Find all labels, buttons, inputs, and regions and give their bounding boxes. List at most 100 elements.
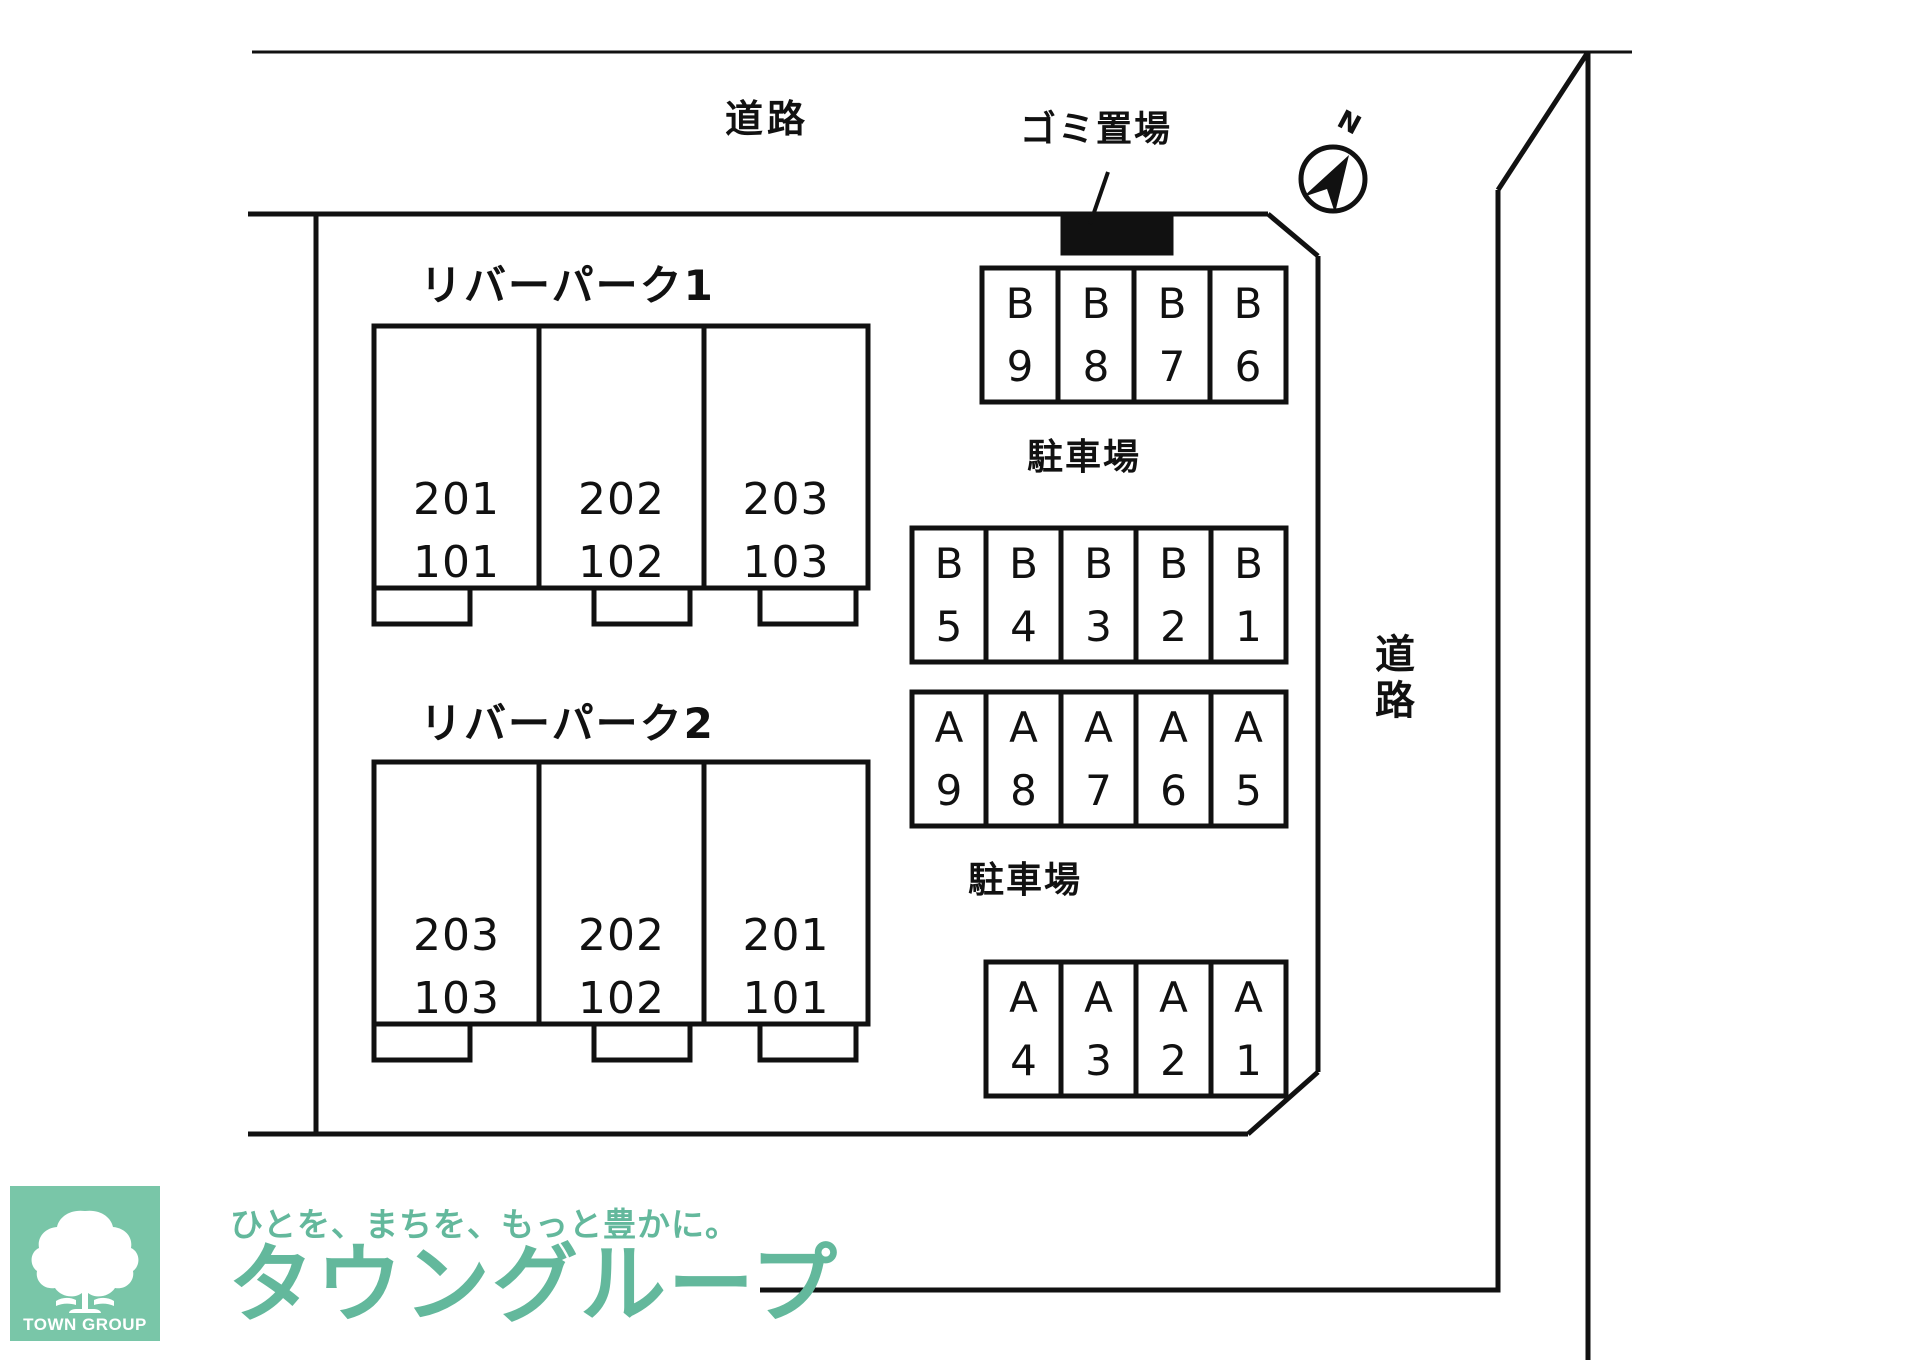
stall-number: 4 bbox=[1010, 1036, 1037, 1085]
unit-cell-b2-2[interactable]: 202 102 bbox=[539, 326, 704, 588]
stall-number: 8 bbox=[1082, 342, 1110, 391]
parking-stall-a7[interactable]: A 7 bbox=[1061, 692, 1136, 826]
stall-number: 7 bbox=[1085, 766, 1112, 815]
brand-tagline: ひとを、まちを、もっと豊かに。 bbox=[230, 1205, 740, 1244]
stall-letter: B bbox=[1081, 279, 1111, 328]
stall-number: 9 bbox=[935, 766, 963, 815]
road-right-label: 道路 bbox=[1368, 633, 1414, 725]
building-2-entrance-2 bbox=[591, 585, 693, 627]
parking-stall-a1[interactable]: A 1 bbox=[1211, 962, 1286, 1096]
stall-letter: A bbox=[1084, 703, 1113, 752]
stall-number: 4 bbox=[1010, 602, 1037, 651]
unit-upper-number: 201 bbox=[742, 910, 830, 961]
stall-number: 1 bbox=[1235, 602, 1262, 651]
unit-upper-number: 202 bbox=[578, 474, 665, 525]
footer-branding: TOWN GROUP ひとを、まちを、もっと豊かに。 タウングループ bbox=[0, 1180, 1920, 1360]
lot-boundary-se-diagonal bbox=[1246, 1070, 1320, 1136]
parking-stall-a5[interactable]: A 5 bbox=[1211, 692, 1286, 826]
lot-boundary-ne-diagonal bbox=[1266, 212, 1320, 258]
building-2-outline bbox=[371, 323, 871, 591]
parking-stall-a6[interactable]: A 6 bbox=[1136, 692, 1211, 826]
building-1-outline bbox=[371, 759, 871, 1027]
road-right-west-kerb bbox=[1300, 190, 1501, 1293]
building-1-entrance-3 bbox=[757, 1021, 859, 1063]
stall-letter: B bbox=[1159, 539, 1188, 588]
parking-label-lower: 駐車場 bbox=[968, 860, 1083, 901]
stall-number: 9 bbox=[1006, 342, 1034, 391]
stall-letter: A bbox=[1159, 703, 1188, 752]
parking-row-a-upper-outline bbox=[909, 689, 1289, 829]
tree-icon bbox=[31, 1210, 139, 1313]
stall-number: 6 bbox=[1234, 342, 1262, 391]
compass-rose-icon bbox=[1298, 144, 1368, 214]
stall-number: 5 bbox=[935, 602, 963, 651]
stall-letter: A bbox=[1084, 973, 1113, 1022]
building-2-name: リバーパーク1 bbox=[420, 261, 715, 310]
unit-cell-b1-3[interactable]: 201 101 bbox=[704, 762, 868, 1024]
trash-enclosure-block bbox=[1060, 216, 1174, 256]
parking-stall-b8[interactable]: B 8 bbox=[1058, 268, 1134, 402]
stall-number: 8 bbox=[1010, 766, 1037, 815]
parking-stall-b2[interactable]: B 2 bbox=[1136, 528, 1211, 662]
stall-letter: B bbox=[1005, 279, 1035, 328]
stall-letter: A bbox=[1234, 703, 1263, 752]
stall-number: 7 bbox=[1158, 342, 1186, 391]
parking-stall-b1[interactable]: B 1 bbox=[1211, 528, 1286, 662]
parking-stall-a3[interactable]: A 3 bbox=[1061, 962, 1136, 1096]
building-2-entrance-3 bbox=[757, 585, 859, 627]
building-1-name: リバーパーク2 bbox=[420, 699, 715, 748]
unit-lower-number: 101 bbox=[413, 537, 500, 588]
unit-upper-number: 201 bbox=[413, 474, 500, 525]
building-1-entrance-2 bbox=[591, 1021, 693, 1063]
stall-letter: A bbox=[1009, 703, 1038, 752]
unit-lower-number: 102 bbox=[578, 973, 665, 1024]
stall-number: 2 bbox=[1160, 1036, 1187, 1085]
building-2-entrance-1 bbox=[371, 585, 473, 627]
unit-lower-number: 103 bbox=[413, 973, 500, 1024]
stall-letter: B bbox=[1009, 539, 1038, 588]
parking-stall-a8[interactable]: A 8 bbox=[986, 692, 1061, 826]
stall-letter: A bbox=[1009, 973, 1038, 1022]
unit-upper-number: 203 bbox=[742, 474, 830, 525]
road-right-ne-diagonal bbox=[1495, 50, 1591, 192]
town-group-logo-badge[interactable]: TOWN GROUP bbox=[10, 1186, 160, 1341]
brand-wordmark: タウングループ bbox=[228, 1235, 839, 1335]
stall-letter: A bbox=[1234, 973, 1263, 1022]
unit-cell-b2-1[interactable]: 201 101 bbox=[374, 326, 539, 588]
parking-stall-b3[interactable]: B 3 bbox=[1061, 528, 1136, 662]
parking-label-upper: 駐車場 bbox=[1027, 437, 1142, 478]
unit-upper-number: 203 bbox=[413, 910, 500, 961]
building-1-entrance-1 bbox=[371, 1021, 473, 1063]
unit-lower-number: 101 bbox=[742, 973, 830, 1024]
stall-letter: B bbox=[934, 539, 964, 588]
unit-lower-number: 103 bbox=[742, 537, 830, 588]
parking-stall-a4[interactable]: A 4 bbox=[986, 962, 1061, 1096]
parking-row-b-lower-outline bbox=[909, 525, 1289, 665]
parking-stall-b4[interactable]: B 4 bbox=[986, 528, 1061, 662]
trash-area-label: ゴミ置場 bbox=[1020, 109, 1173, 150]
stall-letter: A bbox=[934, 703, 964, 752]
stall-number: 5 bbox=[1235, 766, 1262, 815]
unit-cell-b2-3[interactable]: 203 103 bbox=[704, 326, 868, 588]
stall-letter: B bbox=[1157, 279, 1187, 328]
parking-stall-b7[interactable]: B 7 bbox=[1134, 268, 1210, 402]
stall-number: 1 bbox=[1235, 1036, 1262, 1085]
town-group-logo-text: TOWN GROUP bbox=[23, 1315, 147, 1334]
stall-letter: B bbox=[1233, 279, 1263, 328]
stall-letter: B bbox=[1234, 539, 1263, 588]
road-top-label: 道路 bbox=[725, 97, 810, 141]
unit-cell-b1-2[interactable]: 202 102 bbox=[539, 762, 704, 1024]
stall-letter: B bbox=[1084, 539, 1113, 588]
parking-stall-a9[interactable]: A 9 bbox=[912, 692, 986, 826]
parking-stall-b6[interactable]: B 6 bbox=[1210, 268, 1286, 402]
parking-stall-a2[interactable]: A 2 bbox=[1136, 962, 1211, 1096]
unit-upper-number: 202 bbox=[578, 910, 665, 961]
stall-number: 3 bbox=[1085, 1036, 1112, 1085]
parking-stall-b9[interactable]: B 9 bbox=[982, 268, 1058, 402]
unit-cell-b1-1[interactable]: 203 103 bbox=[374, 762, 539, 1024]
trash-leader-line bbox=[1088, 171, 1110, 225]
parking-stall-b5[interactable]: B 5 bbox=[912, 528, 986, 662]
stall-number: 6 bbox=[1160, 766, 1187, 815]
